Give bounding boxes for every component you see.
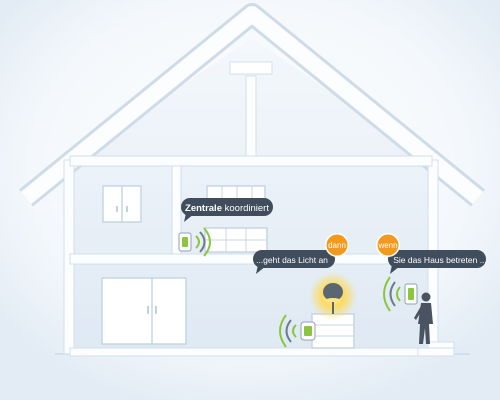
- window-upper-left: [102, 185, 142, 223]
- callout-zentrale-rest: koordiniert: [222, 203, 269, 214]
- callout-licht-text: ...geht das Licht an: [256, 255, 328, 265]
- central-unit-device: [178, 227, 211, 257]
- callout-haus: Sie das Haus betreten ...: [388, 250, 487, 274]
- upper-cabinet: [204, 227, 268, 253]
- svg-text:Zentrale koordiniert: Zentrale koordiniert: [185, 203, 269, 214]
- badge-dann-text: dann: [328, 241, 346, 250]
- attic: [229, 61, 273, 157]
- callout-zentrale-bold: Zentrale: [185, 203, 222, 214]
- callout-haus-text: Sie das Haus betreten ...: [393, 255, 487, 265]
- motion-sensor-device: [383, 276, 418, 312]
- interior-wall-upper: [171, 165, 182, 255]
- badge-dann: dann: [325, 233, 349, 257]
- lamp: [309, 272, 357, 320]
- badge-wenn-text: wenn: [377, 241, 397, 250]
- callout-licht: ...geht das Licht an: [253, 250, 335, 274]
- plug-actuator-device: [279, 314, 316, 348]
- callout-zentrale: Zentrale koordiniert: [181, 198, 273, 222]
- entrance-steps: [417, 341, 455, 357]
- window-lower-left: [101, 277, 187, 345]
- roof: [19, 3, 485, 207]
- badge-wenn: wenn: [376, 233, 400, 257]
- person-silhouette: [414, 292, 433, 344]
